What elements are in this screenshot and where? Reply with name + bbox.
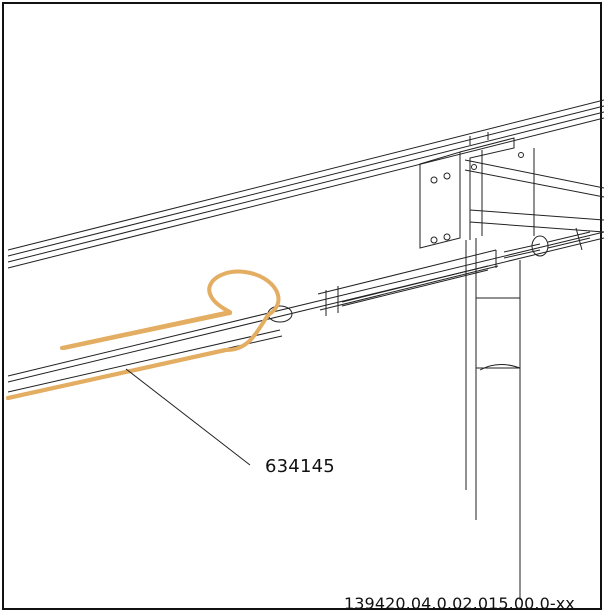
drawing-number: 139420.04.0.02.015.00.0-xx <box>344 594 575 613</box>
right-bracket <box>419 137 604 600</box>
upper-frame-rail <box>7 99 604 269</box>
part-callout-number: 634145 <box>265 456 335 477</box>
callout-leader-line <box>125 368 251 466</box>
tensioning-rod <box>7 227 604 399</box>
hairpin-part-highlight <box>6 269 281 400</box>
